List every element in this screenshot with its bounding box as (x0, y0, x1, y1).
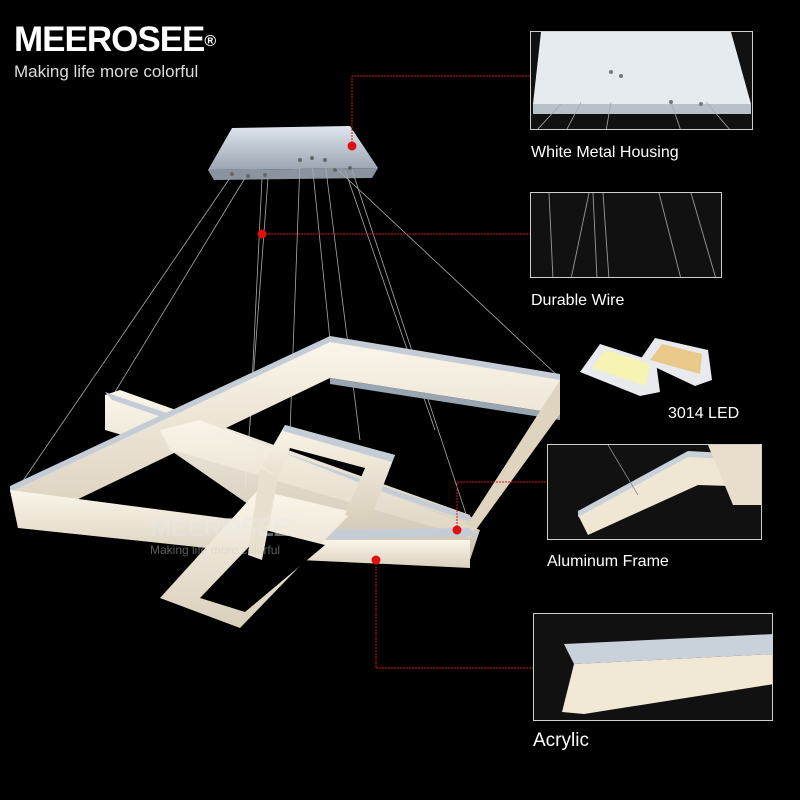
housing-detail-image (530, 31, 753, 130)
acrylic-detail-image (533, 613, 773, 721)
medium-square-frame (160, 420, 480, 568)
frame-detail-image (547, 444, 762, 540)
callout-dot-acrylic (371, 555, 381, 565)
brand-name: MEEROSEE® (14, 20, 216, 59)
brand-logo: MEEROSEE® Making life more colorful (14, 20, 216, 82)
callout-dot-wire (257, 229, 267, 239)
frame-label: Aluminum Frame (547, 553, 669, 570)
acrylic-label: Acrylic (533, 730, 589, 751)
led-label: 3014 LED (668, 405, 740, 422)
callout-dot-housing (347, 141, 357, 151)
watermark: MEEROSEE® Making life more colorful (150, 512, 298, 557)
ceiling-housing (208, 126, 378, 180)
brand-tagline: Making life more colorful (14, 62, 199, 81)
callout-lines (262, 75, 546, 669)
housing-label: White Metal Housing (531, 144, 679, 161)
led-chip-icon (580, 338, 712, 396)
small-square-frame (160, 425, 395, 628)
suspension-wires (17, 161, 561, 521)
wire-detail-image (530, 192, 722, 278)
callout-dot-frame (452, 525, 462, 535)
wire-label: Durable Wire (531, 292, 625, 309)
